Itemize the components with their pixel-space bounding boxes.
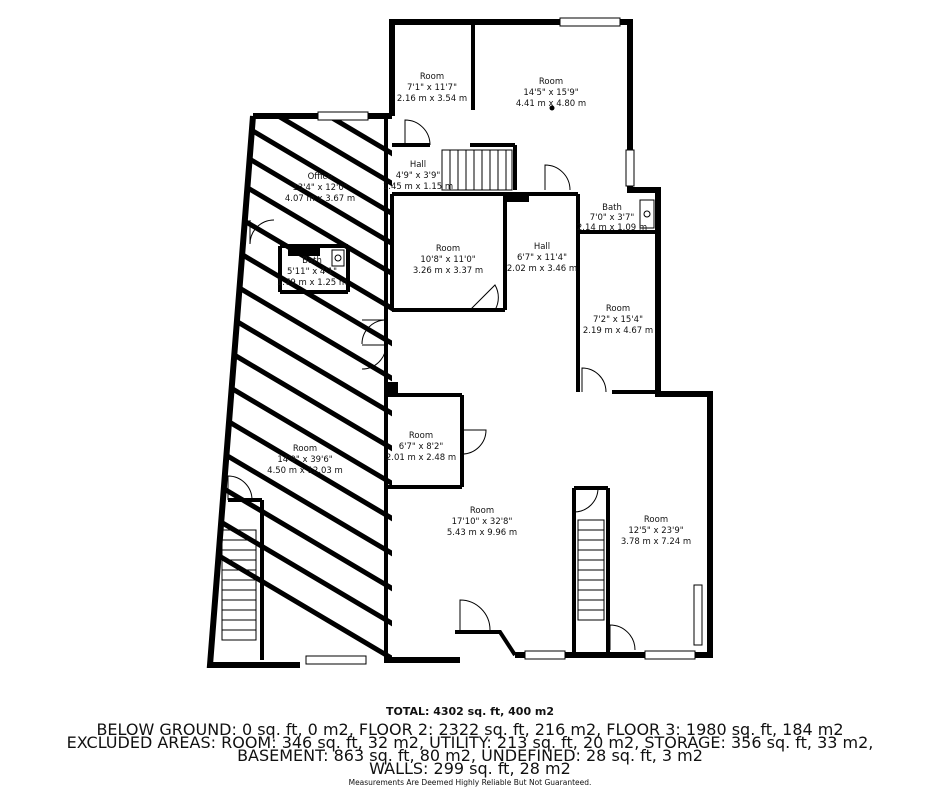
room-label-hall-upper: Hall 4'9" x 3'9" 1.45 m x 1.15 m <box>383 160 453 192</box>
room-name: Room <box>606 304 630 314</box>
room-dim-imperial: 4'9" x 3'9" <box>396 171 441 181</box>
excluded-area-hatching <box>210 116 392 660</box>
room-label-office: Office 13'4" x 12'0" 4.07 m x 3.67 m <box>285 172 355 204</box>
room-dim-metric: 4.50 m x 12.03 m <box>267 466 343 476</box>
room-dim-metric: 5.43 m x 9.96 m <box>447 528 517 538</box>
room-dim-metric: 4.41 m x 4.80 m <box>516 99 586 109</box>
room-label-right-large: Room 12'5" x 23'9" 3.78 m x 7.24 m <box>621 515 691 547</box>
room-name: Bath <box>602 203 622 213</box>
room-name: Room <box>644 515 668 525</box>
room-dim-imperial: 14'5" x 15'9" <box>523 88 578 98</box>
disclaimer: Measurements Are Deemed Highly Reliable … <box>348 778 592 787</box>
room-name: Room <box>409 431 433 441</box>
room-name: Bath <box>302 256 322 266</box>
room-dim-imperial: 7'0" x 3'7" <box>590 213 635 223</box>
bath-wall-block <box>288 246 320 256</box>
total-area: TOTAL: 4302 sq. ft, 400 m2 <box>385 705 555 718</box>
room-name: Room <box>539 77 563 87</box>
room-dim-metric: 3.26 m x 3.37 m <box>413 266 483 276</box>
room-dim-metric: 2.14 m x 1.09 m <box>577 223 647 233</box>
windows <box>305 17 703 665</box>
room-name: Room <box>470 506 494 516</box>
room-name: Room <box>293 444 317 454</box>
staircase-left <box>221 529 257 641</box>
room-dim-imperial: 12'5" x 23'9" <box>628 526 683 536</box>
room-name: Office <box>308 172 333 182</box>
room-label-mid: Room 10'8" x 11'0" 3.26 m x 3.37 m <box>413 244 483 276</box>
staircase-upper <box>441 149 513 191</box>
bay-window <box>455 630 517 657</box>
bath-fixtures <box>331 199 655 267</box>
room-dim-imperial: 14'9" x 39'6" <box>277 455 332 465</box>
room-label-bath-right: Bath 7'0" x 3'7" 2.14 m x 1.09 m <box>577 203 647 233</box>
room-label-main: Room 17'10" x 32'8" 5.43 m x 9.96 m <box>447 506 517 538</box>
room-dim-metric: 4.07 m x 3.67 m <box>285 194 355 204</box>
room-label-right-mid: Room 7'2" x 15'4" 2.19 m x 4.67 m <box>583 304 653 336</box>
door-swings <box>227 119 636 651</box>
room-dim-metric: 2.19 m x 4.67 m <box>583 326 653 336</box>
room-dim-imperial: 6'7" x 11'4" <box>517 253 567 263</box>
area-breakdown-line-1: BELOW GROUND: 0 sq. ft, 0 m2, FLOOR 2: 2… <box>96 720 844 739</box>
room-label-top-large: Room 14'5" x 15'9" 4.41 m x 4.80 m <box>516 77 586 109</box>
area-breakdown-line-2: EXCLUDED AREAS: ROOM: 346 sq. ft, 32 m2,… <box>66 733 874 752</box>
room-dim-imperial: 7'1" x 11'7" <box>407 83 457 93</box>
room-dim-metric: 1.45 m x 1.15 m <box>383 182 453 192</box>
center-marker <box>549 105 555 111</box>
room-dim-imperial: 17'10" x 32'8" <box>452 517 513 527</box>
room-dim-imperial: 13'4" x 12'0" <box>292 183 347 193</box>
staircase-right <box>577 519 605 621</box>
room-dim-metric: 1.79 m x 1.25 m <box>277 278 347 288</box>
floor-plan: Room 7'1" x 11'7" 2.16 m x 3.54 m Room 1… <box>206 17 713 668</box>
room-label-top-small: Room 7'1" x 11'7" 2.16 m x 3.54 m <box>397 72 467 104</box>
room-dim-imperial: 5'11" x 4'1" <box>287 267 337 277</box>
room-name: Hall <box>410 160 426 170</box>
room-label-hall-mid: Hall 6'7" x 11'4" 2.02 m x 3.46 m <box>507 242 577 274</box>
column-block <box>386 382 398 394</box>
room-name: Hall <box>534 242 550 252</box>
room-dim-metric: 3.78 m x 7.24 m <box>621 537 691 547</box>
area-breakdown-line-4: WALLS: 299 sq. ft, 28 m2 <box>369 759 571 778</box>
exterior-walls <box>206 19 713 668</box>
room-label-small-center: Room 6'7" x 8'2" 2.01 m x 2.48 m <box>386 431 456 463</box>
room-dim-imperial: 6'7" x 8'2" <box>399 442 444 452</box>
room-dim-imperial: 10'8" x 11'0" <box>420 255 475 265</box>
room-dim-metric: 2.01 m x 2.48 m <box>386 453 456 463</box>
room-dim-metric: 2.16 m x 3.54 m <box>397 94 467 104</box>
room-dim-metric: 2.02 m x 3.46 m <box>507 264 577 274</box>
room-label-left-large: Room 14'9" x 39'6" 4.50 m x 12.03 m <box>267 444 343 476</box>
area-breakdown-line-3: BASEMENT: 863 sq. ft, 80 m2, UNDEFINED: … <box>237 746 703 765</box>
chimney-block <box>507 194 529 202</box>
room-label-bath-left: Bath 5'11" x 4'1" 1.79 m x 1.25 m <box>277 256 347 288</box>
room-name: Room <box>436 244 460 254</box>
room-dim-imperial: 7'2" x 15'4" <box>593 315 643 325</box>
room-name: Room <box>420 72 444 82</box>
